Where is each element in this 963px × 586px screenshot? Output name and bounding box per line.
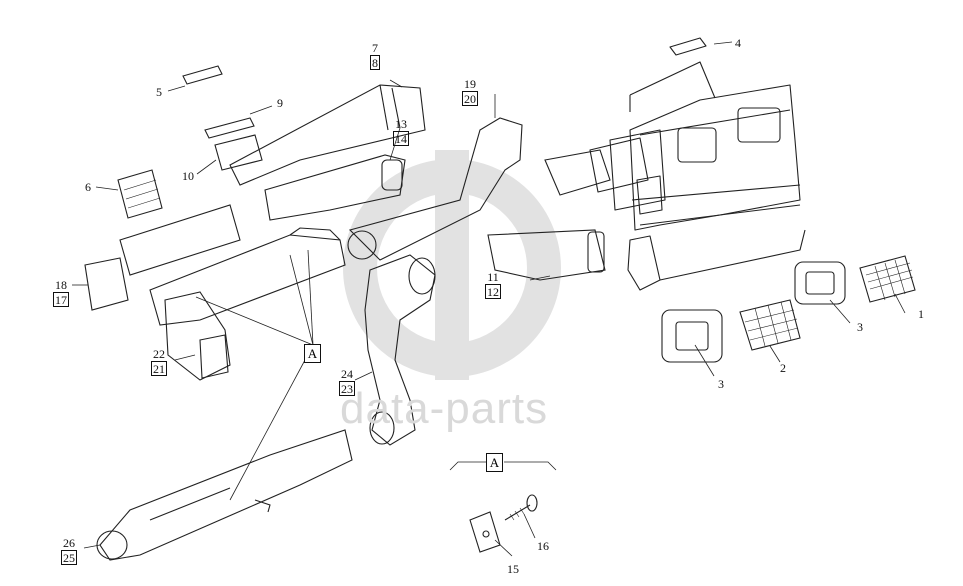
part-label-4: 4 (735, 36, 741, 50)
part-label-20: 20 (462, 92, 478, 106)
part-label-10: 10 (182, 169, 194, 183)
part-label-24: 24 (339, 367, 355, 382)
leader-lines (72, 41, 906, 557)
part-label-24-23: 24 23 (339, 368, 355, 396)
part-label-17: 17 (53, 293, 69, 307)
part-label-22-21: 22 21 (151, 348, 167, 376)
part-label-23: 23 (339, 382, 355, 396)
part-label-1: 1 (918, 307, 924, 321)
part-label-9: 9 (277, 96, 283, 110)
callout-a-main: A (304, 344, 321, 363)
part-label-14: 14 (393, 132, 409, 146)
part-label-19-20: 19 20 (462, 78, 478, 106)
part-label-13: 13 (393, 117, 409, 132)
part-label-6: 6 (85, 180, 91, 194)
part-label-13-14: 13 14 (393, 118, 409, 146)
part-label-7-8: 7 8 (370, 42, 380, 70)
callout-a-detail: A (486, 453, 503, 472)
part-label-3-left: 3 (718, 377, 724, 391)
part-label-18: 18 (53, 278, 69, 293)
part-label-3-right: 3 (857, 320, 863, 334)
duct-parts-left (84, 65, 611, 561)
part-label-26-25: 26 25 (61, 537, 77, 565)
part-label-11: 11 (485, 271, 501, 285)
part-label-25: 25 (61, 551, 77, 565)
watermark-logo (343, 150, 561, 380)
part-label-26: 26 (61, 536, 77, 551)
part-label-8: 8 (370, 56, 380, 70)
part-label-22: 22 (151, 347, 167, 362)
part-label-7: 7 (370, 41, 380, 56)
part-label-15: 15 (507, 562, 519, 576)
part-label-12: 12 (485, 285, 501, 299)
vent-parts-right (661, 255, 916, 363)
part-label-21: 21 (151, 362, 167, 376)
part-label-19: 19 (462, 77, 478, 92)
part-label-5: 5 (156, 85, 162, 99)
part-label-18-17: 18 17 (53, 279, 69, 307)
watermark-text: data-parts (340, 384, 549, 433)
part-label-11-12: 11 12 (485, 271, 501, 299)
fastener-detail (469, 494, 538, 553)
dashboard-assembly (589, 37, 806, 291)
part-label-2: 2 (780, 361, 786, 375)
part-label-16: 16 (537, 539, 549, 553)
